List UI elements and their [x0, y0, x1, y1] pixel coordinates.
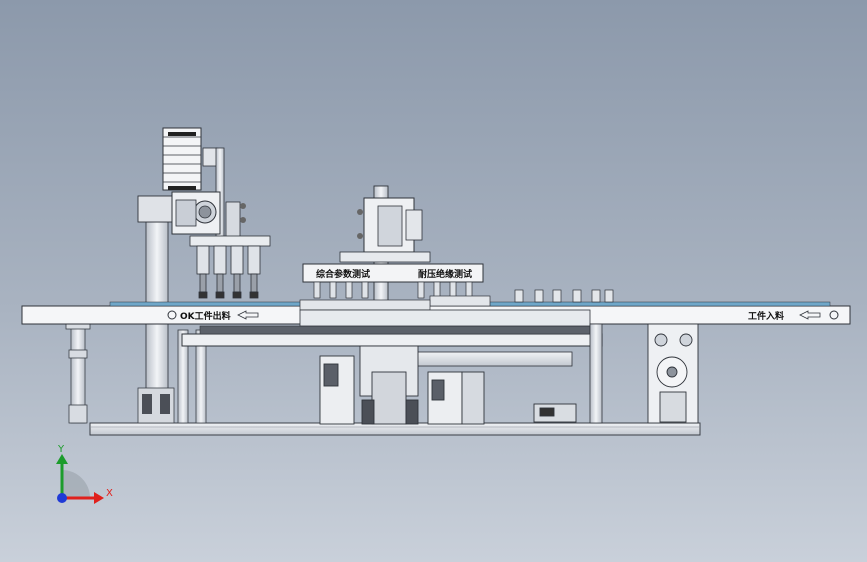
- axis-triad: Y X: [56, 444, 113, 504]
- cylinder-blocks: [319, 345, 577, 425]
- ok-out-label: OK工件出料: [180, 310, 231, 322]
- station-1-label: 综合参数测试: [316, 268, 370, 280]
- test-tower: [339, 185, 431, 307]
- arrow-left-icon: [799, 310, 821, 320]
- y-axis-label: Y: [57, 444, 65, 455]
- lower-frame: [181, 309, 603, 424]
- base-plate: [89, 422, 701, 436]
- fixtures-row: [299, 289, 614, 311]
- in-feed-label: 工件入料: [748, 310, 784, 322]
- drive-unit: [647, 323, 699, 424]
- arrow-left-icon: [237, 310, 259, 320]
- station-2-label: 耐压绝缘测试: [418, 268, 472, 280]
- suction-nozzles: [196, 245, 261, 299]
- left-support-legs: [65, 322, 91, 424]
- probe-bar: 综合参数测试 耐压绝缘测试: [302, 263, 484, 299]
- pick-place-head: [137, 127, 271, 247]
- x-axis-label: X: [106, 488, 113, 499]
- z-axis-dot: [57, 493, 67, 503]
